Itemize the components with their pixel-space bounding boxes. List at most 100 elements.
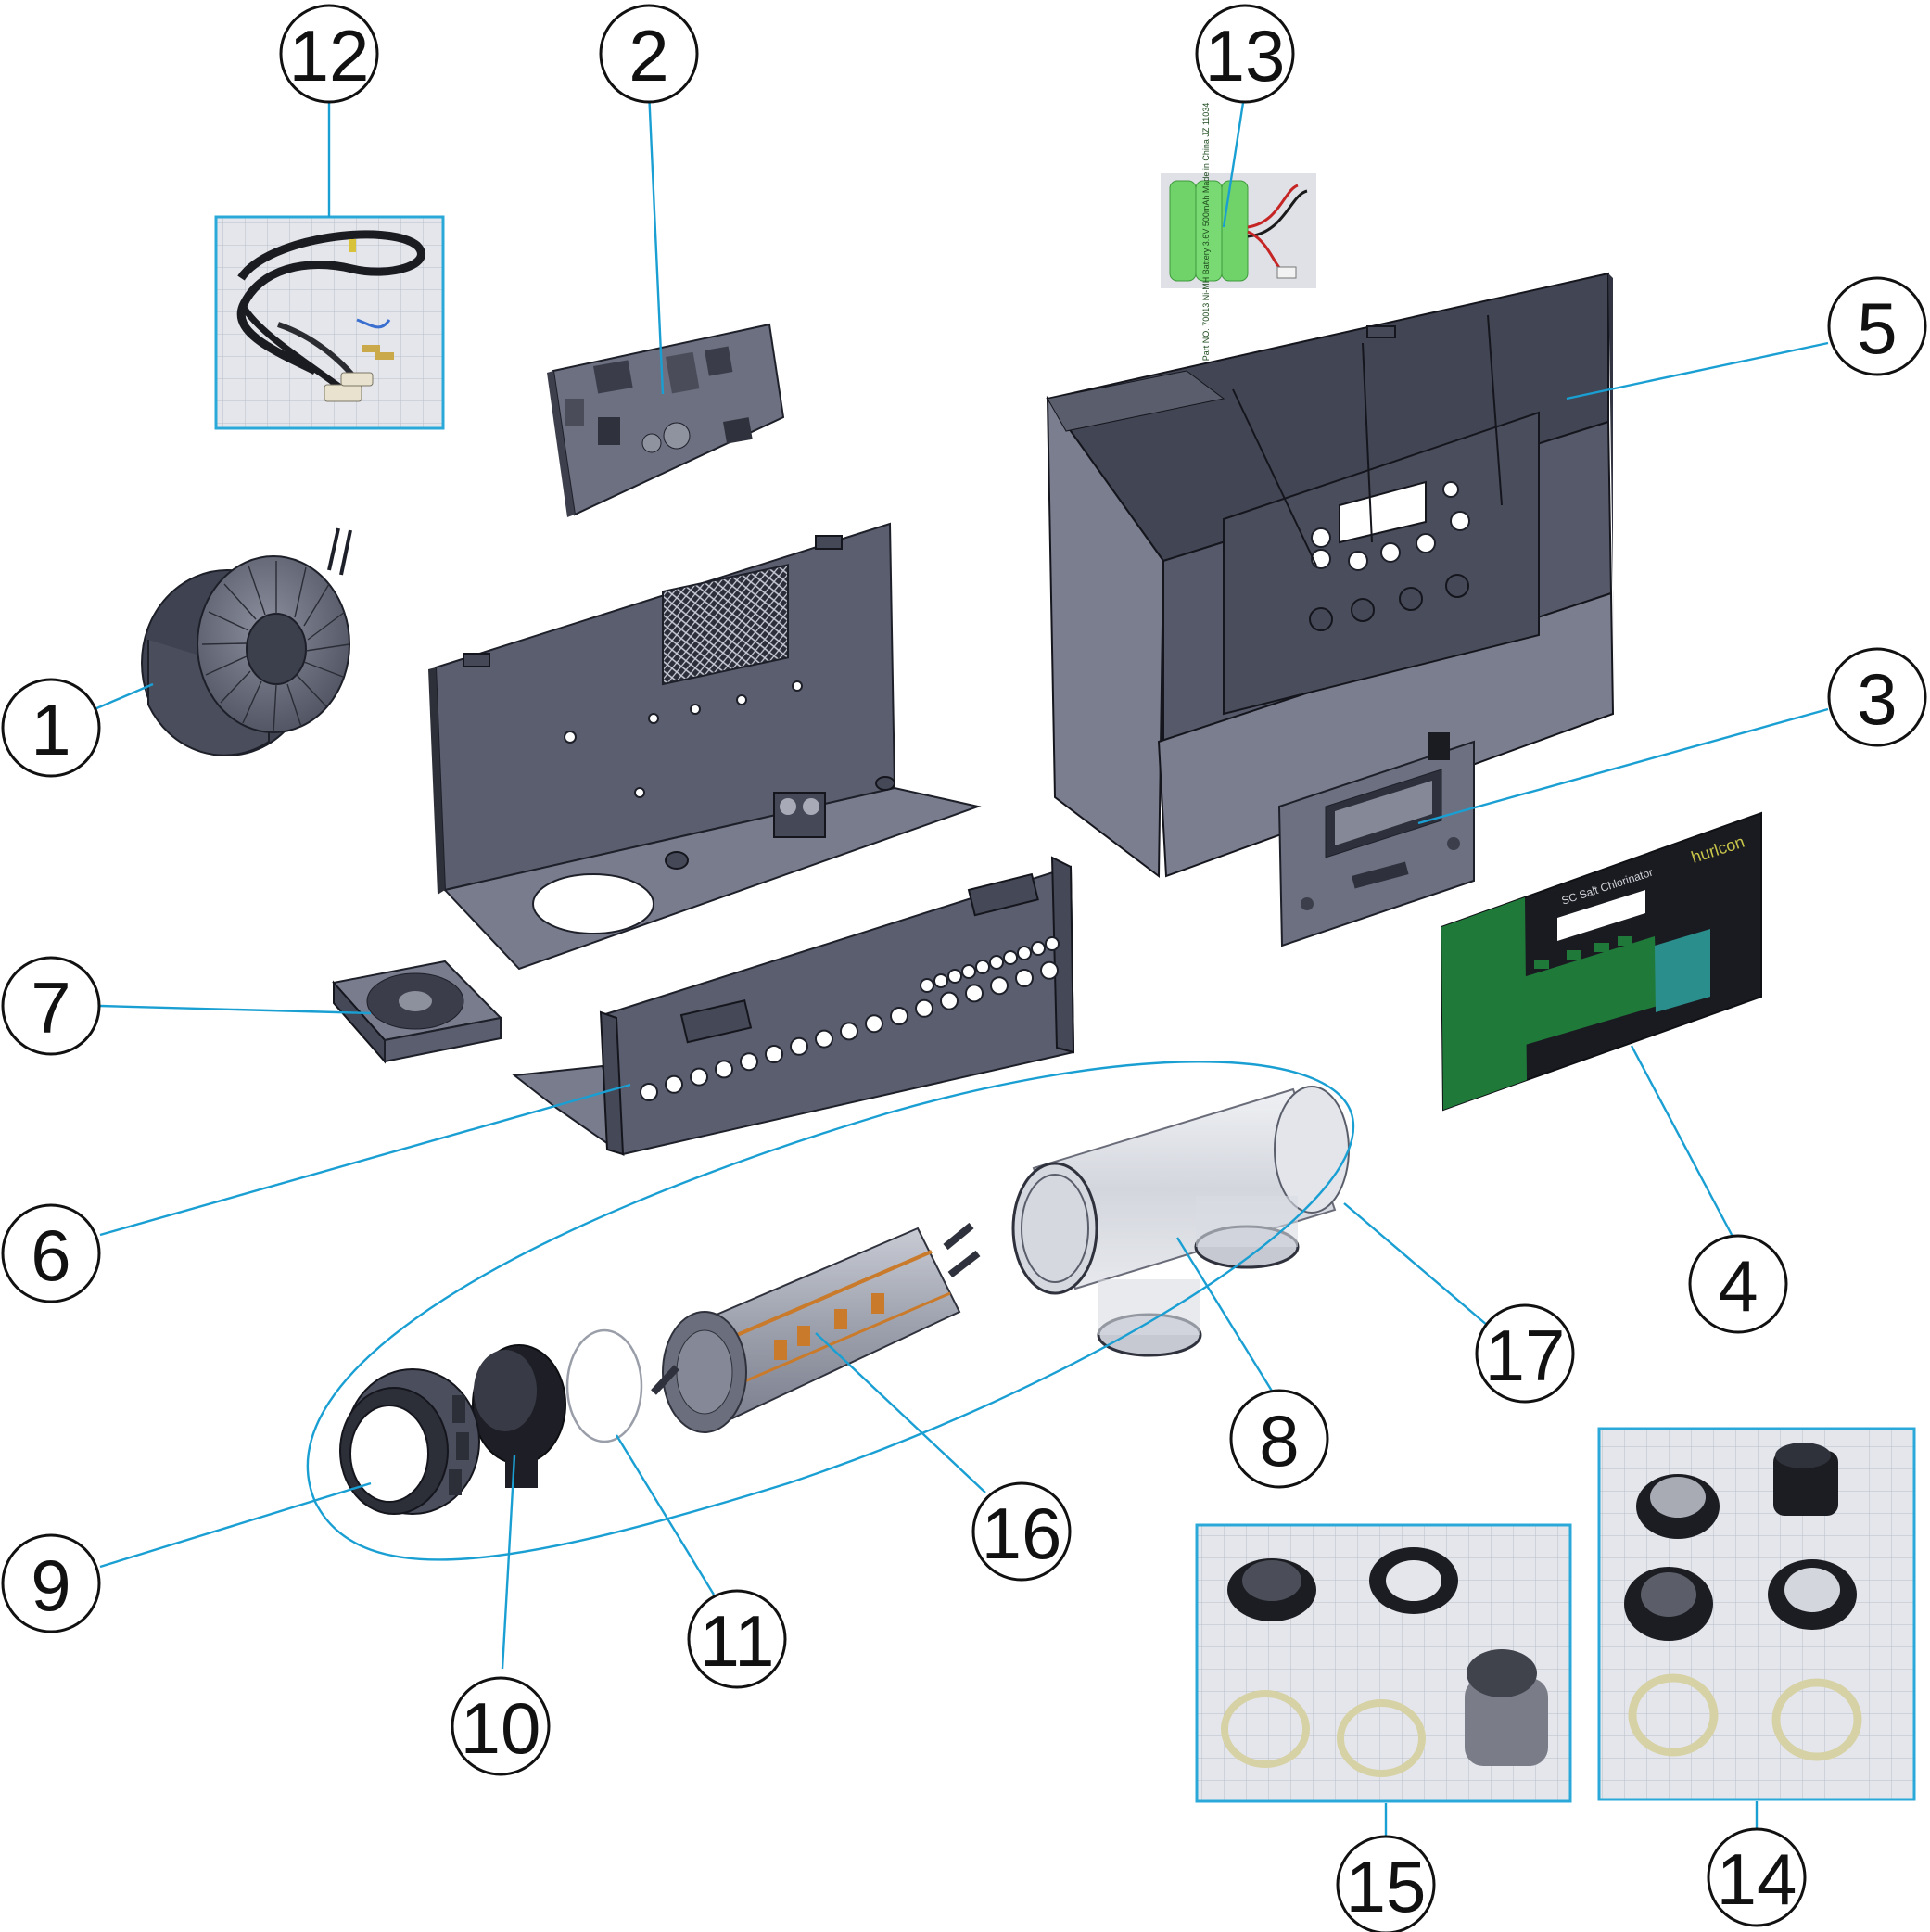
- front-plate-hole: [989, 955, 1004, 970]
- leader-lines: [87, 90, 1829, 1849]
- front-plate-hole: [715, 1060, 733, 1079]
- part-9-union-nut: [339, 1368, 480, 1515]
- callout-number: 13: [1205, 15, 1286, 96]
- front-plate-hole: [1003, 950, 1018, 965]
- cell-assembly-outline: [306, 1061, 1355, 1561]
- front-plate-hole: [947, 969, 962, 984]
- callout-6: 6: [1, 1203, 101, 1303]
- callout-17: 17: [1475, 1303, 1575, 1404]
- part-7-cooling-fan: [332, 960, 503, 1064]
- part-11-o-ring: [565, 1328, 643, 1443]
- callout-5: 5: [1827, 276, 1927, 376]
- front-plate-hole: [1045, 936, 1060, 951]
- front-plate-hole: [865, 1014, 883, 1034]
- leader-9: [99, 1481, 372, 1569]
- front-plate-hole: [975, 960, 990, 974]
- part-4-front-overlay-panel: hurlcon SC Salt Chlorinator: [1440, 811, 1762, 1112]
- callout-15: 15: [1336, 1835, 1436, 1932]
- front-plate-hole: [1017, 946, 1032, 960]
- leader-17: [1343, 1202, 1489, 1327]
- callout-8: 8: [1229, 1389, 1329, 1489]
- front-plate-hole: [840, 1022, 858, 1041]
- callout-circle: [1827, 276, 1927, 376]
- callout-number: 8: [1259, 1400, 1299, 1481]
- callout-16: 16: [971, 1481, 1072, 1582]
- callout-9: 9: [1, 1533, 101, 1633]
- callout-number: 16: [982, 1493, 1062, 1574]
- front-plate-hole: [1015, 969, 1034, 987]
- leader-10: [501, 1455, 516, 1670]
- toroid-windings: [201, 561, 350, 733]
- part-13-battery-photo: Part NO. 70013 Ni-MH Battery 3.6V 500mAh…: [1161, 103, 1316, 361]
- callout-circle: [1195, 4, 1295, 104]
- callout-circle: [1475, 1303, 1575, 1404]
- part-1-toroidal-transformer: [141, 527, 352, 756]
- callout-circle: [971, 1481, 1072, 1582]
- front-plate-hole: [1031, 941, 1046, 956]
- front-plate-holes: [640, 936, 1060, 1101]
- front-plate-hole: [790, 1036, 808, 1056]
- callout-number: 17: [1485, 1315, 1566, 1396]
- callout-number: 6: [31, 1214, 70, 1296]
- part-2-power-pcb: [547, 323, 785, 517]
- callout-circle: [1688, 1234, 1788, 1334]
- callout-number: 4: [1718, 1245, 1758, 1327]
- callout-number: 1: [31, 689, 70, 770]
- callout-number: 9: [31, 1544, 70, 1626]
- callout-11: 11: [687, 1589, 787, 1689]
- leader-1: [87, 682, 154, 714]
- callout-4: 4: [1688, 1234, 1788, 1334]
- callout-number: 14: [1717, 1838, 1797, 1920]
- front-plate-hole: [665, 1074, 683, 1094]
- part-16-electrode-cell: [651, 1222, 981, 1433]
- callout-number: 5: [1857, 287, 1897, 369]
- callout-circle: [599, 4, 699, 104]
- callout-number: 3: [1857, 658, 1897, 740]
- part-8-clear-cell-housing: [1011, 1086, 1350, 1357]
- front-plate-hole: [961, 964, 976, 979]
- front-plate-hole: [920, 978, 934, 993]
- callout-number: 7: [31, 967, 70, 1049]
- callout-12: 12: [279, 4, 379, 104]
- callout-10: 10: [451, 1676, 551, 1776]
- callout-circle: [279, 4, 379, 104]
- leader-5: [1566, 341, 1829, 400]
- front-plate-hole: [815, 1029, 833, 1049]
- callout-13: 13: [1195, 4, 1295, 104]
- part-3-display-pcb: [1277, 732, 1475, 947]
- part-14-fittings-photo: [1597, 1427, 1916, 1801]
- leader-4: [1630, 1045, 1740, 1248]
- front-plate-hole: [940, 991, 959, 1010]
- part-10-end-cap: [472, 1344, 566, 1488]
- callout-number: 2: [629, 15, 668, 96]
- callout-circle: [1336, 1835, 1436, 1932]
- part-12-power-lead-photo: [214, 215, 445, 430]
- callout-number: 10: [461, 1687, 541, 1769]
- callout-circle: [1827, 647, 1927, 747]
- callout-circle: [1, 1533, 101, 1633]
- callout-circle: [1, 1203, 101, 1303]
- callout-number: 11: [700, 1600, 775, 1682]
- leader-16: [815, 1332, 986, 1493]
- front-plate-hole: [740, 1052, 758, 1072]
- callout-3: 3: [1827, 647, 1927, 747]
- callout-2: 2: [599, 4, 699, 104]
- part-15-fittings-photo: [1195, 1523, 1572, 1803]
- callout-number: 12: [289, 15, 370, 96]
- front-plate-hole: [965, 984, 984, 1003]
- leader-3: [1417, 707, 1829, 825]
- leader-13: [1222, 90, 1247, 228]
- front-plate-hole: [890, 1007, 908, 1025]
- callout-circle: [1, 956, 101, 1056]
- back-chassis-plate: [428, 522, 982, 971]
- callout-7: 7: [1, 956, 101, 1056]
- callout-circle: [451, 1676, 551, 1776]
- front-plate-hole: [990, 976, 1009, 996]
- callout-14: 14: [1707, 1827, 1807, 1927]
- front-plate-hole: [915, 998, 933, 1018]
- part-5-main-enclosure: [1046, 272, 1615, 878]
- front-plate-hole: [690, 1067, 708, 1087]
- front-plate-hole: [933, 973, 948, 988]
